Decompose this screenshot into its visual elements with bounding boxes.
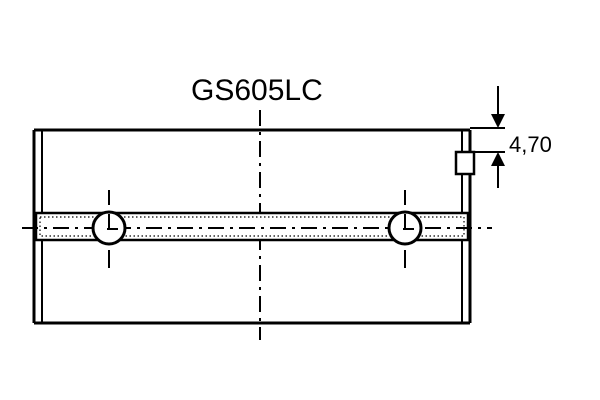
locating-lug <box>454 150 476 176</box>
right-oil-hole <box>387 190 423 268</box>
lug-dimension-value: 4,70 <box>509 132 552 157</box>
left-oil-hole <box>91 190 127 268</box>
lug-dimension-marker <box>470 86 505 188</box>
part-number-label: GS605LC <box>191 74 323 107</box>
